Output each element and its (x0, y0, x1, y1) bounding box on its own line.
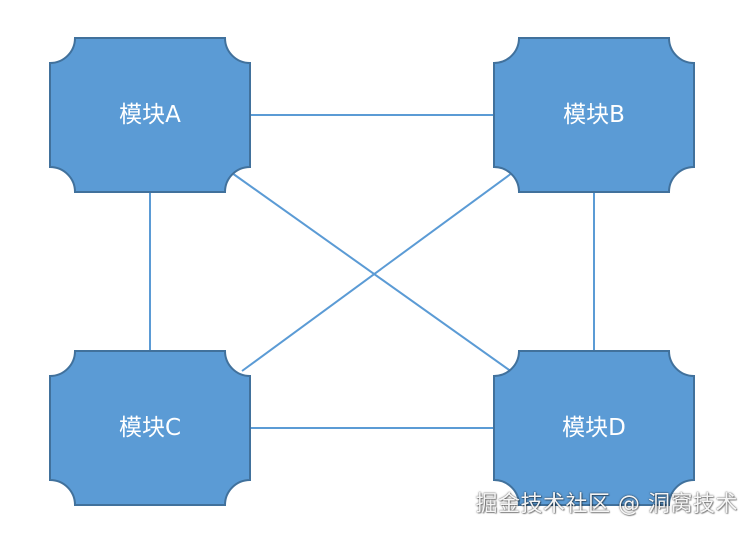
module-d-shape (493, 350, 695, 506)
module-c-label: 模块C (119, 415, 181, 441)
module-a-label: 模块A (119, 102, 181, 128)
module-c-shape (49, 350, 251, 506)
module-c[interactable]: 模块C (49, 350, 251, 506)
module-b[interactable]: 模块B (493, 37, 695, 193)
module-a-shape (49, 37, 251, 193)
connectors (149, 114, 595, 429)
connector-b-c (241, 172, 513, 372)
module-b-label: 模块B (563, 102, 625, 128)
module-d-label: 模块D (562, 415, 626, 441)
module-b-shape (493, 37, 695, 193)
connector-a-d (231, 172, 513, 373)
module-a[interactable]: 模块A (49, 37, 251, 193)
module-d[interactable]: 模块D (493, 350, 695, 506)
watermark: 掘金技术社区 @ 洞窝技术 (475, 492, 738, 517)
